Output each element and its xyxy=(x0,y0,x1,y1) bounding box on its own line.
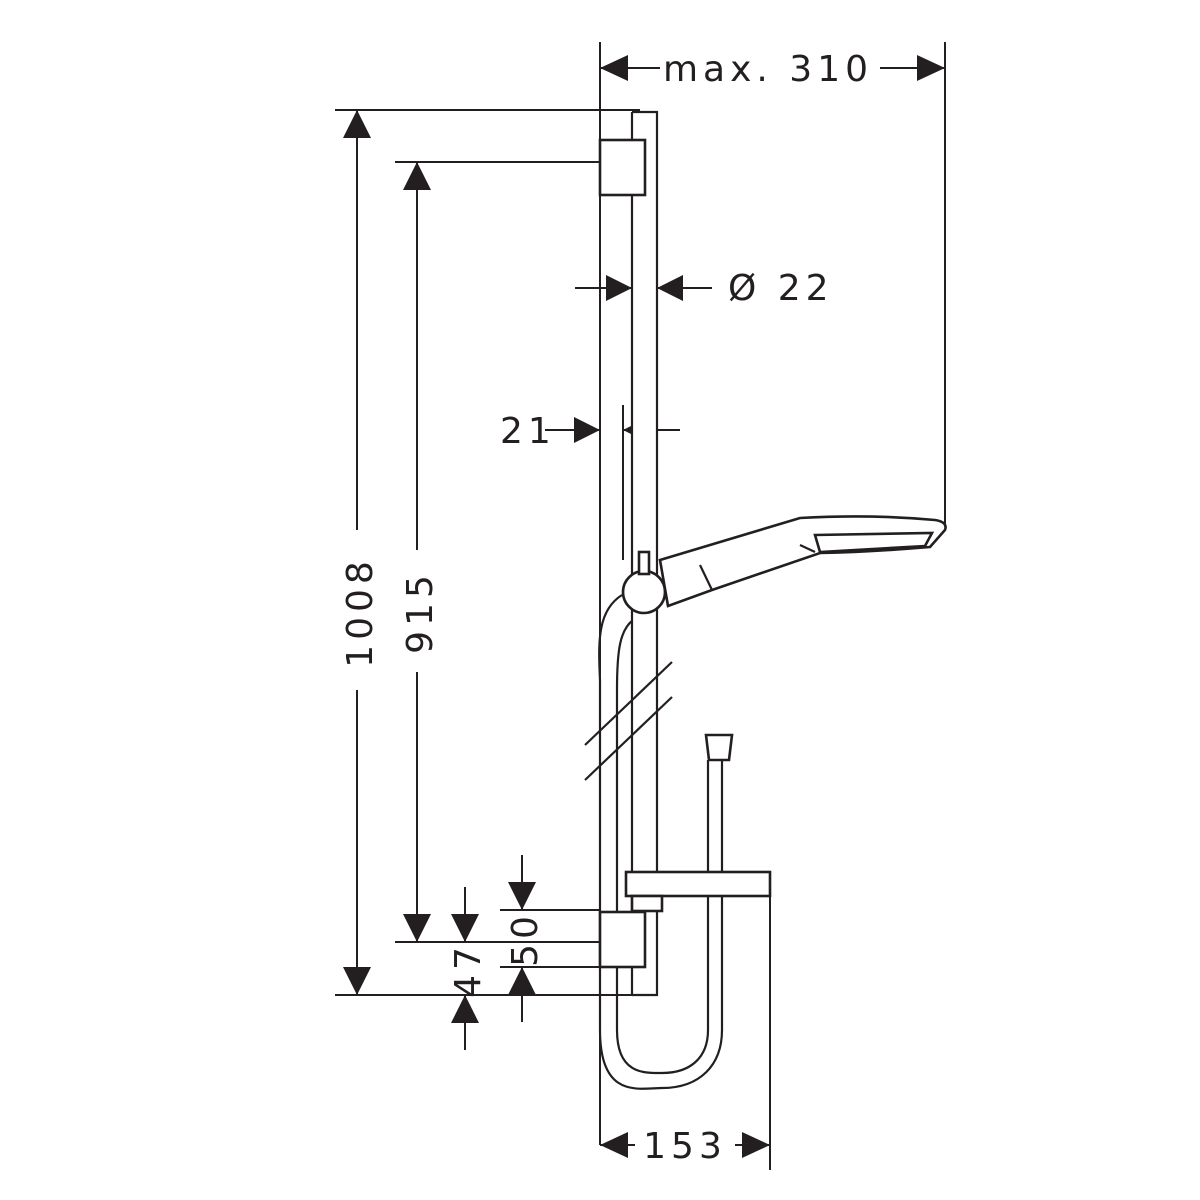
arrowhead xyxy=(657,275,683,301)
wall-offset-label: 21 xyxy=(500,411,556,452)
break-marks xyxy=(584,661,673,781)
arrowhead xyxy=(508,882,536,910)
mount-spacing-label: 915 xyxy=(400,570,441,654)
bar-diameter-label: Ø 22 xyxy=(728,268,834,309)
bottom-offset-a-dimension: 47 xyxy=(448,887,489,1050)
arrowhead xyxy=(343,967,371,995)
top-wall-bracket xyxy=(598,138,647,197)
bottom-wall-bracket xyxy=(598,910,647,969)
arrowhead xyxy=(403,162,431,190)
arrowhead xyxy=(600,1132,628,1158)
shelf-width-label: 153 xyxy=(643,1126,727,1167)
overall-height-label: 1008 xyxy=(340,556,381,668)
shelf-width-dimension: 153 xyxy=(600,1126,770,1167)
shower-head-face xyxy=(813,531,935,554)
arrowhead xyxy=(451,995,479,1023)
bar-diameter-dimension: Ø 22 xyxy=(575,268,834,309)
bottom-offset-b-dimension: 50 xyxy=(505,855,546,1022)
max-width-dimension: max. 310 xyxy=(600,49,945,90)
slider-button xyxy=(637,550,651,576)
max-width-label: max. 310 xyxy=(663,49,873,90)
arrowhead xyxy=(508,967,536,995)
overall-height-dimension: 1008 xyxy=(340,110,381,995)
arrowhead xyxy=(606,275,632,301)
hand-shower xyxy=(621,515,947,615)
mount-spacing-dimension: 915 xyxy=(400,162,441,942)
soap-shelf xyxy=(624,870,772,913)
arrowhead xyxy=(742,1132,770,1158)
arrowhead xyxy=(600,55,628,81)
arrowhead xyxy=(451,914,479,942)
shower-handle xyxy=(658,515,947,608)
arrowhead xyxy=(343,110,371,138)
arrowhead xyxy=(403,914,431,942)
arrowhead xyxy=(574,417,600,443)
bottom-offset-b-label: 50 xyxy=(505,911,546,967)
hose-connector xyxy=(704,733,734,762)
arrowhead xyxy=(917,55,945,81)
slider-knob xyxy=(621,569,667,615)
shower-hose xyxy=(598,594,734,1090)
bottom-offset-a-label: 47 xyxy=(448,942,489,998)
